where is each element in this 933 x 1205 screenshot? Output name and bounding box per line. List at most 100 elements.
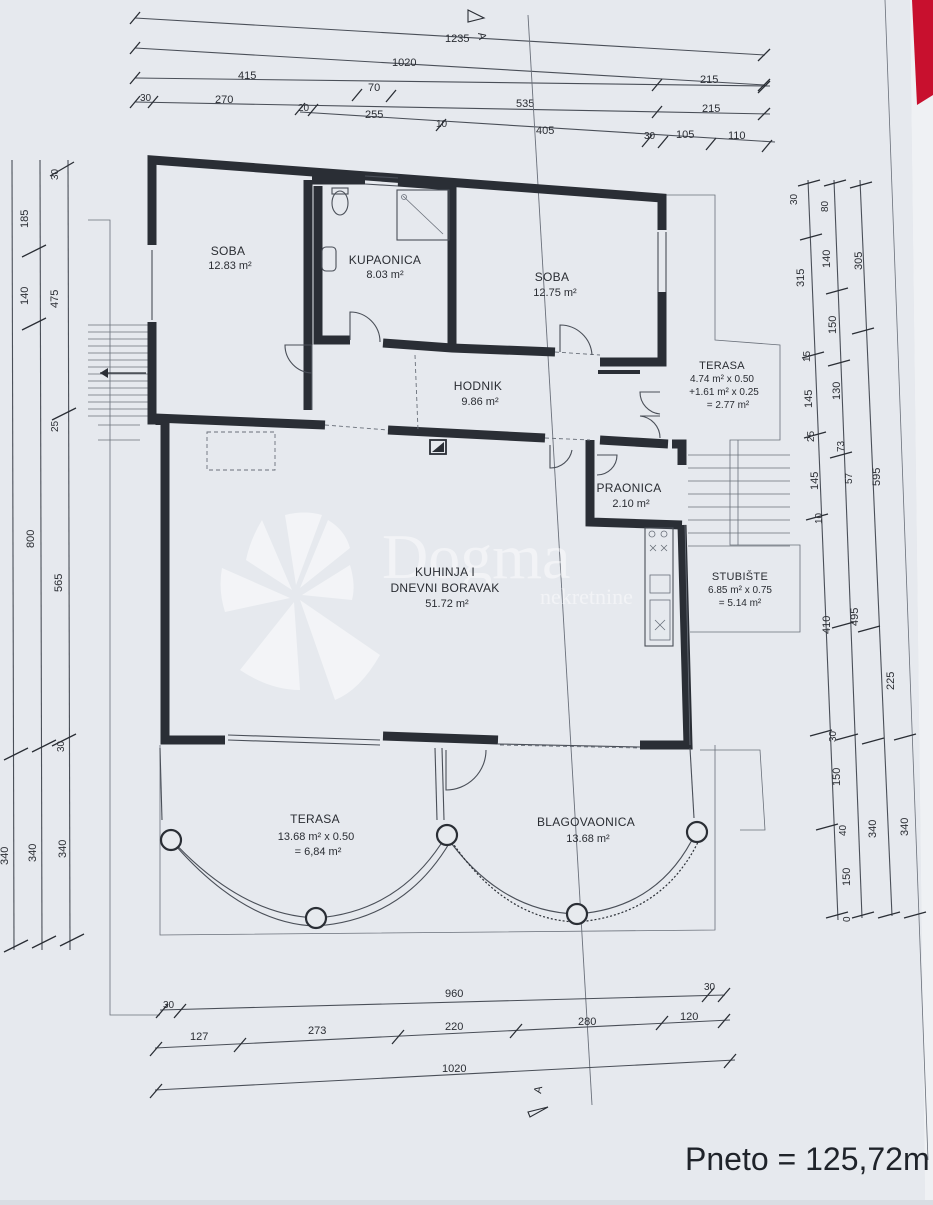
room-blagovaonica-name: BLAGOVAONICA bbox=[537, 815, 635, 829]
room-terasa-small-line-2: +1.61 m² x 0.25 bbox=[689, 387, 759, 398]
dim-bottom-120: 120 bbox=[680, 1011, 698, 1023]
dim-left-25: 25 bbox=[50, 420, 61, 432]
dim-right-410: 410 bbox=[821, 616, 833, 634]
dim-top-70: 70 bbox=[368, 82, 380, 94]
dim-right-57: 57 bbox=[844, 472, 855, 484]
dim-right-495: 495 bbox=[849, 608, 861, 626]
red-corner-edge bbox=[912, 0, 933, 105]
room-stubiste-line-2: = 5.14 m² bbox=[719, 598, 762, 609]
room-terasa-small-line-1: 4.74 m² x 0.50 bbox=[690, 374, 754, 385]
dim-right-340-b: 340 bbox=[899, 818, 911, 836]
watermark-logo: Dogma nekretnine bbox=[220, 512, 633, 700]
dim-bottom-220: 220 bbox=[445, 1021, 463, 1033]
sink-icon bbox=[321, 246, 337, 272]
room-terasa-big-line-2: = 6,84 m² bbox=[295, 846, 342, 858]
dim-left-185: 185 bbox=[19, 210, 31, 228]
dim-bottom-30-b: 30 bbox=[704, 982, 716, 993]
dim-right-140: 140 bbox=[821, 250, 833, 268]
room-kuhinja-line-1: KUHINJA I bbox=[415, 565, 475, 579]
dim-right-73: 73 bbox=[836, 440, 847, 452]
room-terasa-small-line-3: = 2.77 m² bbox=[707, 400, 750, 411]
left-dimensions: 30 185 140 475 25 800 565 30 340 340 340 bbox=[0, 159, 85, 953]
dim-right-305: 305 bbox=[853, 252, 865, 270]
dim-left-140: 140 bbox=[19, 287, 31, 305]
dim-top-110: 110 bbox=[728, 130, 746, 142]
dim-right-150-b: 150 bbox=[831, 768, 843, 786]
section-marker-top: A bbox=[475, 31, 488, 41]
watermark-brand: Dogma bbox=[382, 521, 570, 592]
column-terasa bbox=[304, 906, 328, 930]
dim-right-595: 595 bbox=[871, 468, 883, 486]
dim-right-15: 15 bbox=[802, 350, 813, 362]
walls bbox=[147, 155, 693, 750]
dim-right-150: 150 bbox=[827, 316, 839, 334]
dim-right-150-c: 150 bbox=[841, 868, 853, 886]
room-praonica-area: 2.10 m² bbox=[612, 498, 650, 510]
room-praonica-name: PRAONICA bbox=[596, 481, 661, 495]
room-stubiste-name: STUBIŠTE bbox=[712, 570, 768, 583]
dim-bottom-273: 273 bbox=[308, 1025, 326, 1037]
dim-right-145: 145 bbox=[803, 390, 815, 408]
dim-right-225: 225 bbox=[885, 672, 897, 690]
room-kuhinja-area: 51.72 m² bbox=[425, 598, 469, 610]
dim-top-30-b: 30 bbox=[644, 131, 656, 142]
dim-right-80: 80 bbox=[820, 200, 831, 212]
room-hodnik-name: HODNIK bbox=[454, 379, 502, 393]
dim-top-1235: 1235 bbox=[445, 33, 469, 45]
toilet-icon bbox=[331, 190, 349, 216]
room-soba-1-area: 12.83 m² bbox=[208, 260, 252, 272]
watermark-subtitle: nekretnine bbox=[540, 584, 633, 609]
dim-left-565: 565 bbox=[53, 574, 65, 592]
dim-top-1020: 1020 bbox=[392, 57, 416, 69]
dim-left-30: 30 bbox=[50, 168, 61, 180]
dim-left-340-c: 340 bbox=[57, 840, 69, 858]
column-blagovaonica bbox=[565, 902, 589, 926]
dim-right-10: 10 bbox=[814, 512, 825, 524]
room-terasa-big-name: TERASA bbox=[290, 812, 340, 826]
dim-top-10: 10 bbox=[436, 119, 448, 130]
section-marker-bottom: A bbox=[532, 1085, 545, 1095]
dim-left-475: 475 bbox=[49, 290, 61, 308]
dim-bottom-280: 280 bbox=[578, 1016, 596, 1028]
room-stubiste-line-1: 6.85 m² x 0.75 bbox=[708, 585, 772, 596]
exterior-outlines bbox=[88, 194, 801, 1016]
dim-left-30-b: 30 bbox=[56, 740, 67, 752]
column-middle bbox=[435, 823, 459, 847]
bottom-dimensions: 30 960 30 127 273 220 280 120 1020 bbox=[149, 982, 737, 1099]
room-soba-1-name: SOBA bbox=[211, 244, 246, 258]
dim-top-105: 105 bbox=[676, 129, 694, 141]
dim-bottom-1020: 1020 bbox=[442, 1063, 466, 1075]
top-dimensions: 1235 1020 415 70 215 30 270 20 255 535 2… bbox=[129, 11, 776, 153]
dim-left-340-b: 340 bbox=[27, 844, 39, 862]
dim-right-315: 315 bbox=[795, 269, 807, 287]
dim-left-800: 800 bbox=[25, 530, 37, 548]
dim-right-0: 0 bbox=[842, 916, 853, 922]
dim-left-340-a: 340 bbox=[0, 847, 11, 865]
room-soba-2-name: SOBA bbox=[535, 270, 570, 284]
dim-bottom-127: 127 bbox=[190, 1031, 208, 1043]
dim-top-215-a: 215 bbox=[700, 74, 718, 86]
room-soba-2-area: 12.75 m² bbox=[533, 287, 577, 299]
stair-treads bbox=[688, 440, 790, 547]
dim-top-20: 20 bbox=[298, 103, 310, 114]
dim-right-30: 30 bbox=[789, 193, 800, 205]
room-blagovaonica-area: 13.68 m² bbox=[566, 833, 610, 845]
dim-top-535: 535 bbox=[516, 98, 534, 110]
room-terasa-small-name: TERASA bbox=[699, 360, 745, 372]
column-right bbox=[685, 820, 709, 844]
paper-edge bbox=[910, 0, 933, 1200]
column-left bbox=[159, 828, 183, 852]
sheet-border-line bbox=[884, 0, 929, 1161]
dim-bottom-960: 960 bbox=[445, 988, 463, 1000]
dim-right-145-b: 145 bbox=[809, 472, 821, 490]
room-kuhinja-line-2: DNEVNI BORAVAK bbox=[390, 581, 499, 595]
shower-icon bbox=[396, 189, 450, 241]
dim-top-270: 270 bbox=[215, 94, 233, 106]
room-kupaonica-name: KUPAONICA bbox=[349, 253, 422, 267]
dim-top-415: 415 bbox=[238, 70, 256, 82]
dim-top-30: 30 bbox=[140, 93, 152, 104]
dim-bottom-30-a: 30 bbox=[163, 1000, 175, 1011]
